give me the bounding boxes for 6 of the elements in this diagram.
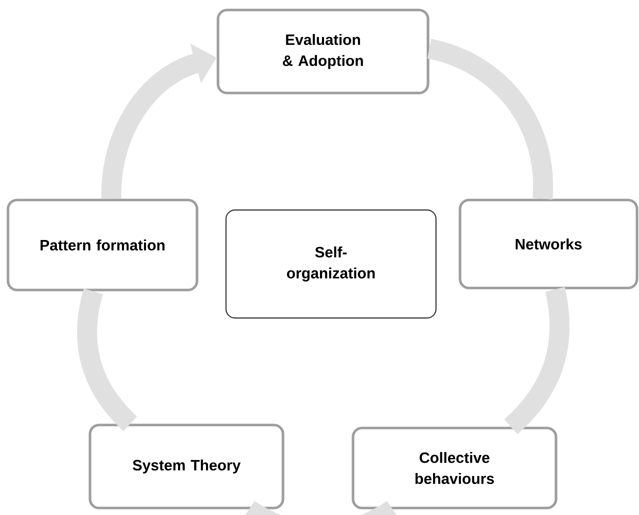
topic-box: System Theory	[88, 424, 284, 510]
topic-box: Networks	[458, 198, 638, 290]
topic-box: Evaluation & Adoption	[216, 8, 430, 94]
center-box: Self-organization	[225, 209, 437, 319]
topic-box: Pattern formation	[6, 198, 198, 292]
topic-box: Collective behaviours	[352, 426, 558, 510]
